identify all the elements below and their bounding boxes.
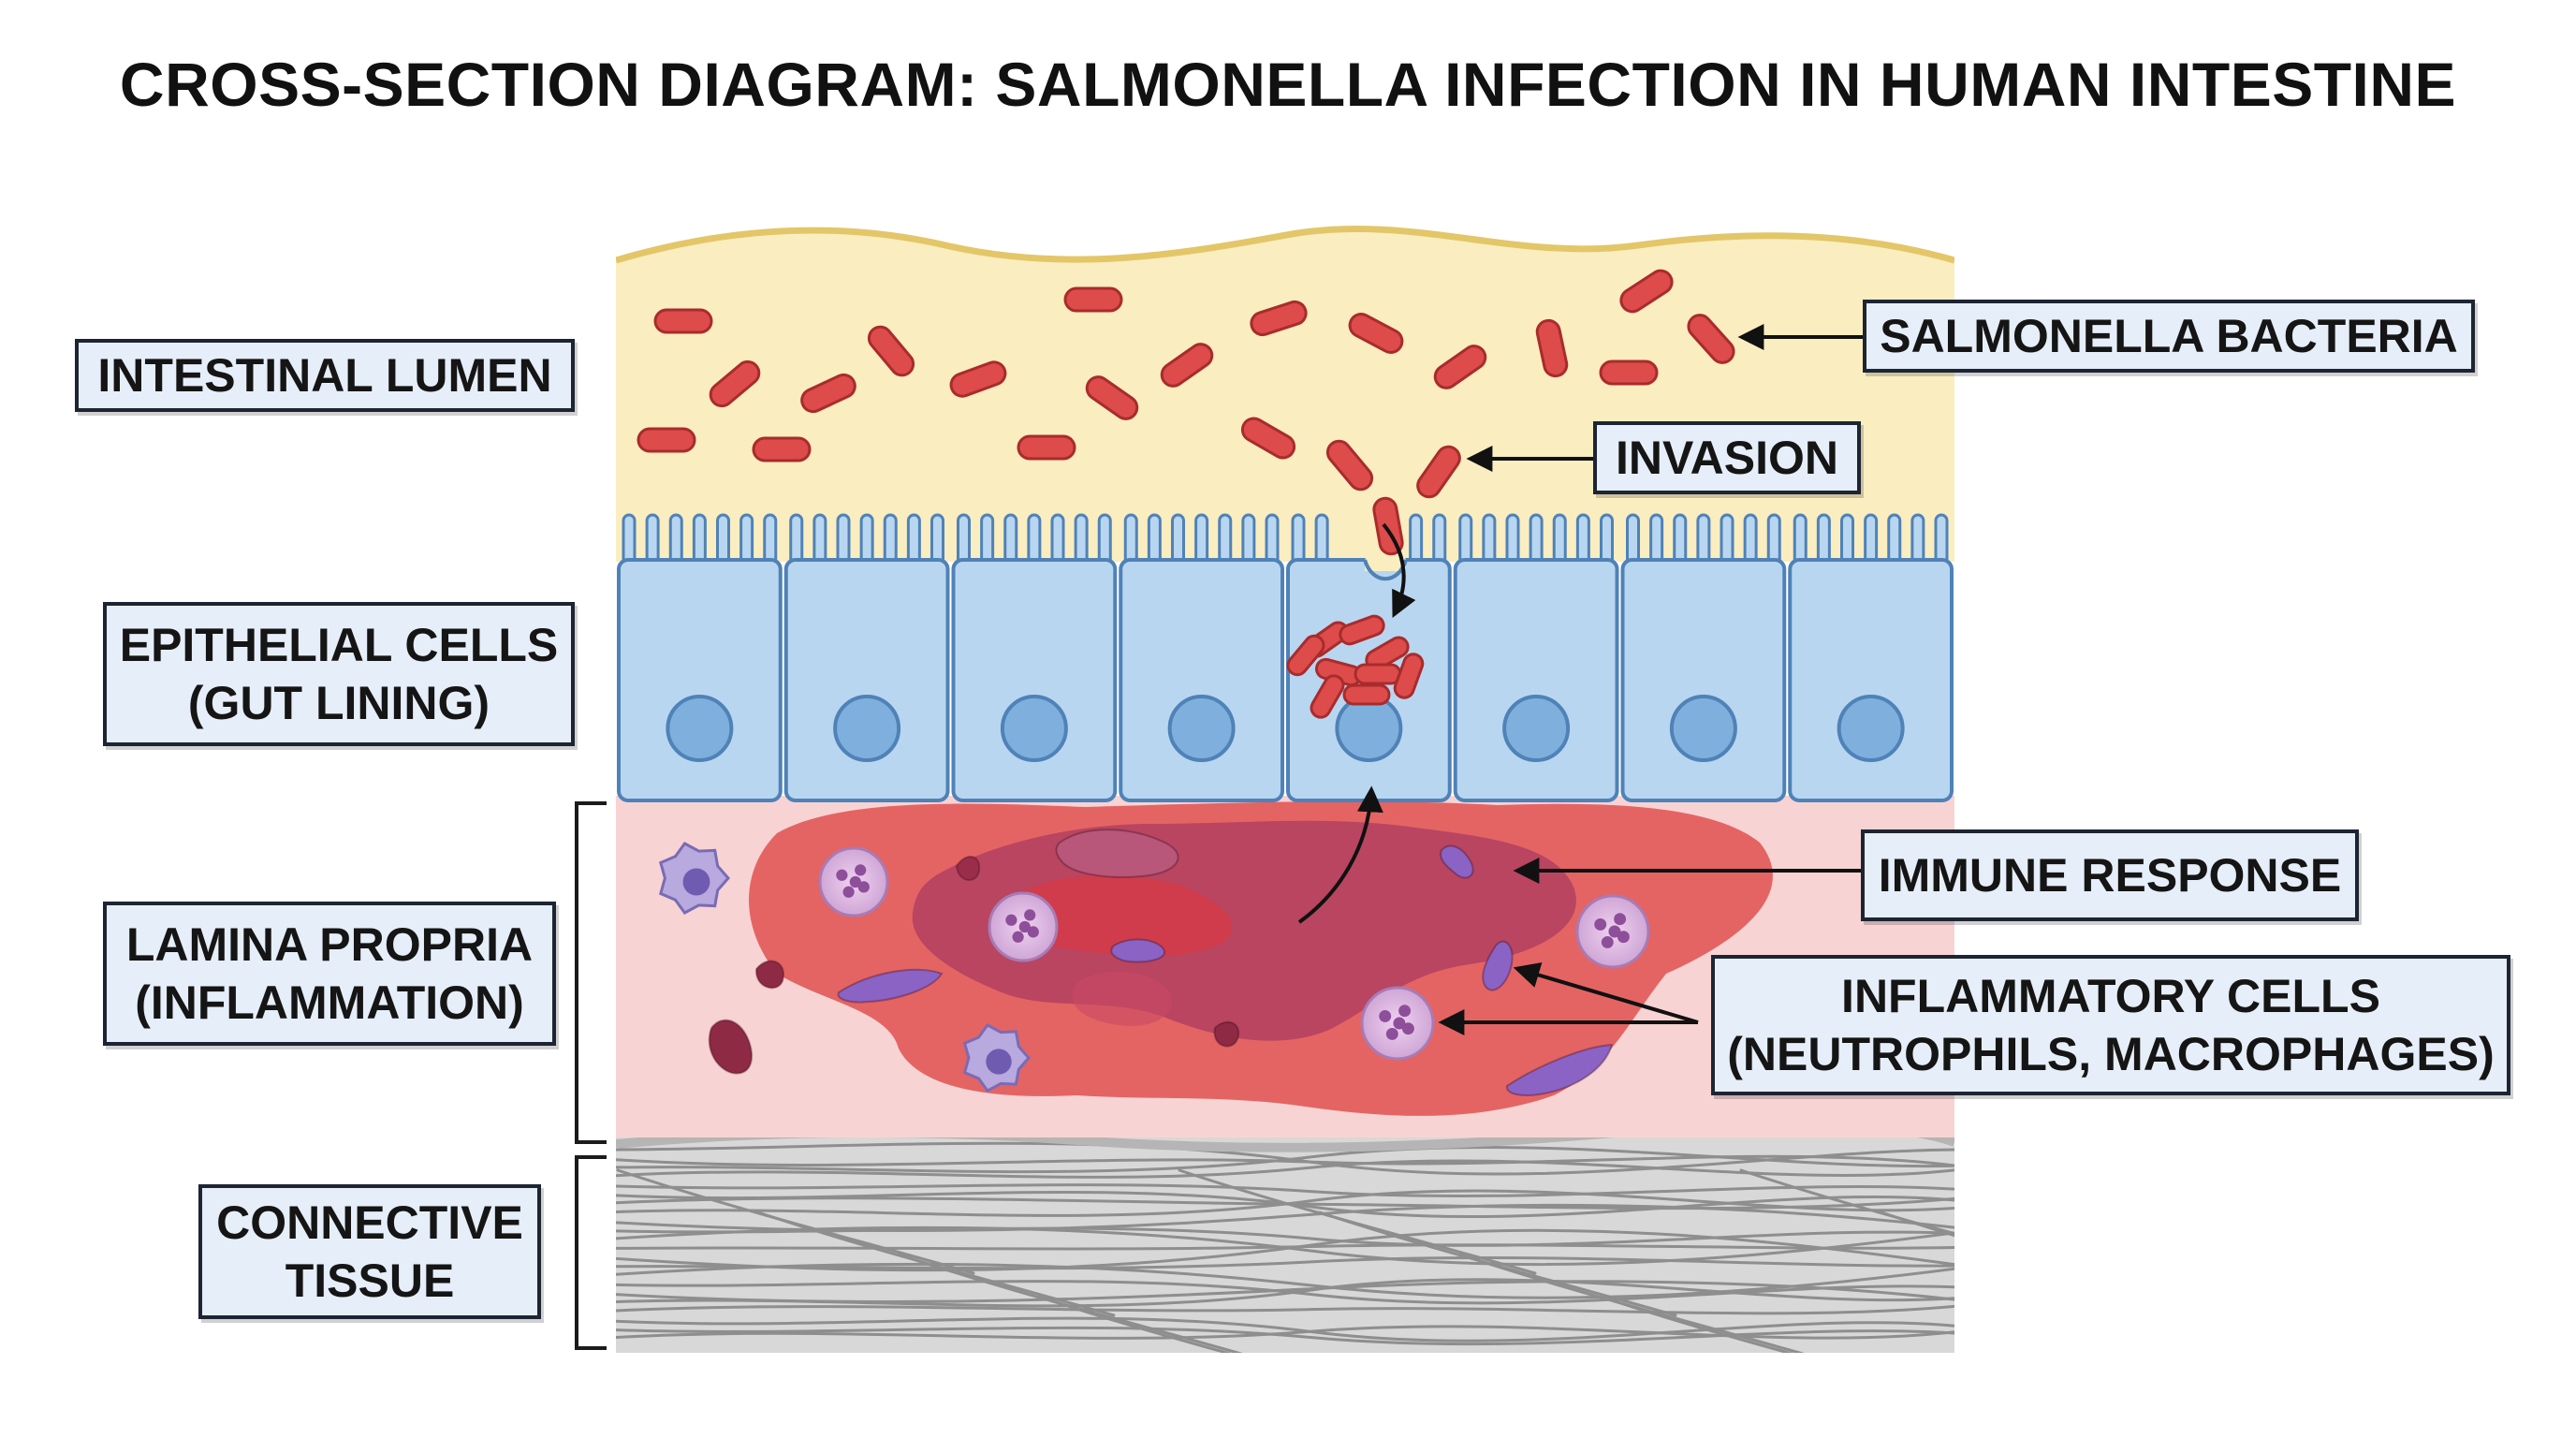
label-epithelial-cells-line2: (GUT LINING) [187, 677, 490, 729]
macrophage [962, 1022, 1031, 1093]
epithelial-cell [1286, 513, 1452, 802]
immune-cell-fragment [1440, 844, 1474, 879]
epithelial-cell [1788, 513, 1954, 802]
salmonella-rod [1085, 375, 1139, 420]
nucleus [666, 695, 734, 762]
immune-cell-fragment [1482, 940, 1514, 991]
salmonella-rod [867, 325, 915, 377]
nucleus [1335, 695, 1403, 762]
intracellular-salmonella [1339, 614, 1385, 646]
nucleus [1669, 695, 1737, 762]
immune-cell-fragment [1213, 1020, 1240, 1048]
label-lamina-propria-line1: LAMINA PROPRIA [125, 918, 534, 971]
label-epithelial-cells: EPITHELIAL CELLS (GUT LINING) [103, 602, 575, 746]
epithelial-cell [783, 513, 950, 802]
label-lamina-propria: LAMINA PROPRIA (INFLAMMATION) [103, 902, 556, 1046]
epithelial-cell [951, 513, 1118, 802]
label-inflammatory-cells: INFLAMMATORY CELLS (NEUTROPHILS, MACROPH… [1711, 955, 2510, 1095]
macrophage [659, 842, 730, 915]
label-invasion: INVASION [1593, 421, 1861, 494]
epithelial-cell [1119, 513, 1284, 802]
nucleus [833, 695, 901, 762]
nucleus [1167, 695, 1236, 762]
salmonella-bacteria [637, 269, 1735, 719]
immune-cell-fragment [1110, 938, 1165, 963]
salmonella-rod [1433, 345, 1487, 389]
arrow-inflammatory-1 [1513, 961, 1699, 1024]
epithelial-cells-layer [617, 513, 1954, 802]
connective-fibers [616, 1141, 1954, 1353]
lumen-surface [616, 226, 1954, 264]
salmonella-rod [1619, 269, 1674, 314]
immune-cell-fragment [1505, 1043, 1614, 1096]
label-intestinal-lumen: INTESTINAL LUMEN [75, 339, 575, 412]
salmonella-rod [653, 308, 713, 334]
immune-cell-fragment [1055, 829, 1179, 878]
salmonella-rod [1063, 286, 1123, 313]
salmonella-rod [949, 360, 1007, 398]
nucleus [1502, 695, 1571, 762]
salmonella-rod [1160, 343, 1214, 388]
epithelial-cell [1620, 513, 1787, 802]
immune-cell-fragment [708, 1019, 754, 1075]
epithelial-cell [617, 513, 783, 802]
label-immune-response-text: IMMUNE RESPONSE [1878, 849, 2342, 902]
salmonella-rod [1348, 313, 1404, 354]
salmonella-rod [637, 427, 696, 453]
label-lamina-propria-line2: (INFLAMMATION) [135, 976, 524, 1029]
immune-cell-fragment [837, 968, 944, 1004]
neutrophil [1360, 986, 1435, 1061]
immune-cell-fragment [754, 960, 785, 990]
label-connective-tissue: CONNECTIVE TISSUE [198, 1184, 541, 1319]
salmonella-rod [1535, 318, 1569, 378]
intracellular-salmonella [1354, 663, 1402, 685]
salmonella-rod [709, 360, 761, 408]
label-inflammatory-cells-line1: INFLAMMATORY CELLS [1841, 970, 2380, 1022]
connective-bracket [575, 1155, 607, 1350]
label-epithelial-cells-line1: EPITHELIAL CELLS [119, 619, 559, 671]
arrow-immune-rise [1297, 785, 1383, 924]
label-intestinal-lumen-text: INTESTINAL LUMEN [97, 349, 552, 402]
salmonella-rod [1687, 314, 1735, 364]
intracellular-salmonella [1342, 683, 1391, 706]
salmonella-rod [1240, 417, 1296, 460]
label-inflammatory-cells-line2: (NEUTROPHILS, MACROPHAGES) [1727, 1028, 2495, 1080]
neutrophil [1575, 894, 1650, 969]
nucleus [1000, 695, 1068, 762]
label-connective-tissue-line2: TISSUE [285, 1255, 455, 1307]
salmonella-rod [1599, 360, 1659, 386]
label-salmonella-bacteria-text: SALMONELLA BACTERIA [1880, 310, 2458, 362]
arrow-entry [1382, 522, 1416, 619]
intracellular-salmonella [1393, 653, 1425, 699]
intracellular-salmonella [1310, 674, 1345, 719]
immune-cell-fragment [955, 856, 981, 881]
lamina-bracket [575, 801, 607, 1144]
salmonella-rod [1325, 439, 1374, 492]
salmonella-rod [1416, 445, 1461, 499]
salmonella-rod [800, 373, 856, 414]
page-title: CROSS-SECTION DIAGRAM: SALMONELLA INFECT… [119, 50, 2457, 119]
label-connective-tissue-line1: CONNECTIVE [216, 1196, 523, 1249]
intracellular-salmonella [1286, 634, 1325, 677]
salmonella-rod [1250, 300, 1308, 337]
neutrophil [818, 846, 889, 917]
label-salmonella-bacteria: SALMONELLA BACTERIA [1863, 300, 2475, 373]
nucleus [1837, 695, 1905, 762]
label-immune-response: IMMUNE RESPONSE [1861, 829, 2359, 921]
label-invasion-text: INVASION [1616, 432, 1838, 484]
salmonella-rod [1017, 434, 1076, 461]
epithelial-cell [1453, 513, 1619, 802]
salmonella-rod [752, 436, 812, 462]
inflammatory-cells [659, 829, 1650, 1096]
neutrophil [988, 891, 1059, 962]
